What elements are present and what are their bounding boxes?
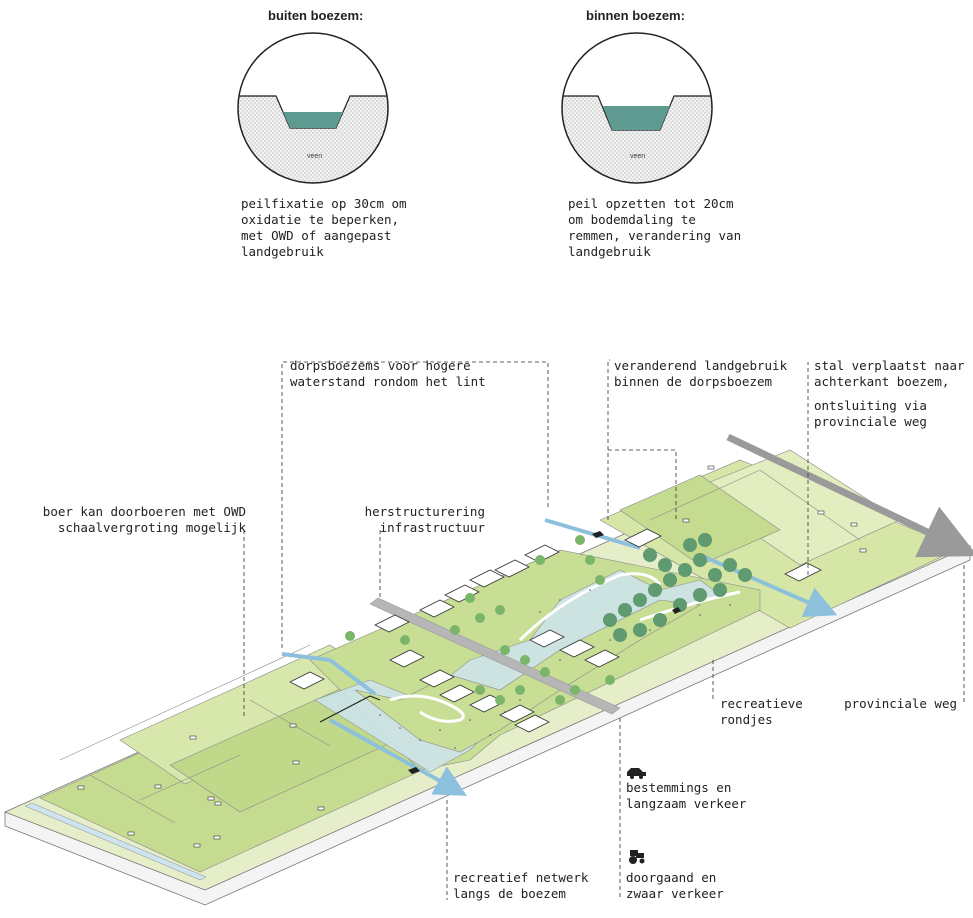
annotation-herstructurering: herstructurering infrastructuur <box>350 504 485 536</box>
cross-section-outer: veen <box>230 33 400 200</box>
cross-section-inner: veen <box>555 33 720 200</box>
description-outer: peilfixatie op 30cm om oxidatie te beper… <box>241 196 407 260</box>
annotation-veranderend: veranderend landgebruik binnen de dorpsb… <box>614 358 787 390</box>
annotation-stal: stal verplaatst naar achterkant boezem, <box>814 358 965 390</box>
soil-label-inner: veen <box>630 153 645 160</box>
annotation-provinciale-weg: provinciale weg <box>800 696 957 712</box>
description-inner: peil opzetten tot 20cm om bodemdaling te… <box>568 196 741 260</box>
annotation-bestemmings: bestemmings en langzaam verkeer <box>626 780 746 812</box>
car-icon <box>627 768 646 779</box>
soil-label-outer: veen <box>307 153 322 160</box>
annotation-recreatief-netwerk: recreatief netwerk langs de boezem <box>453 870 588 902</box>
annotation-ontsluiting: ontsluiting via provinciale weg <box>814 398 927 430</box>
annotation-dorpsboezems: dorpsboezems voor hogere waterstand rond… <box>290 358 486 390</box>
annotation-boer: boer kan doorboeren met OWD schaalvergro… <box>0 504 246 536</box>
annotation-doorgaand: doorgaand en zwaar verkeer <box>626 870 724 902</box>
annotation-recreatieve-rondjes: recreatieve rondjes <box>720 696 803 728</box>
tractor-icon <box>629 850 645 864</box>
